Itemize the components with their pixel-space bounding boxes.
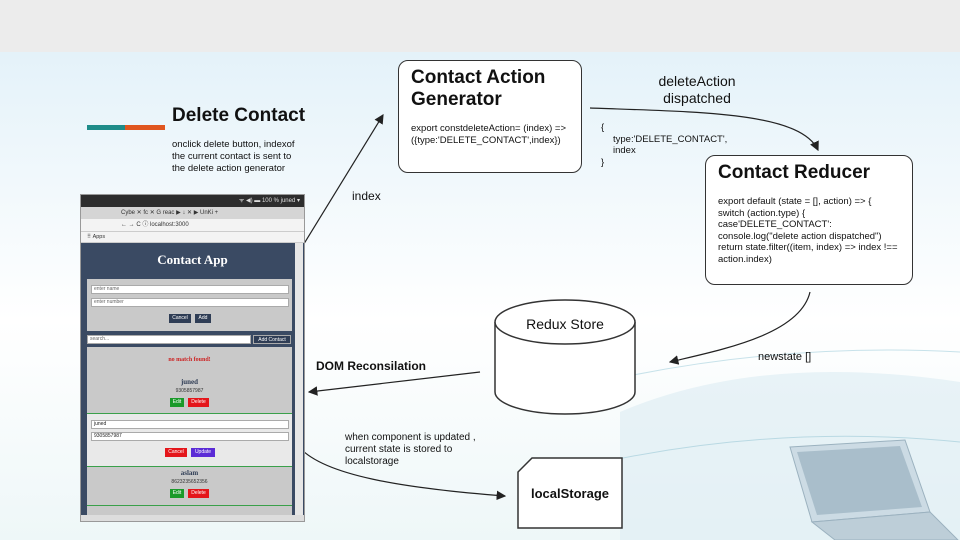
os-status-bar: ᯤ ◀) ▬ 100 % juned ▾ <box>81 195 304 207</box>
laptop-illustration <box>789 439 959 540</box>
arrow-generator-to-reducer <box>589 107 819 152</box>
scrollbar[interactable] <box>295 243 303 515</box>
action-generator-box: Contact Action Generator export constdel… <box>398 60 582 173</box>
edit-name-input[interactable]: juned <box>91 420 289 429</box>
delete-button-2[interactable]: Delete <box>188 489 209 498</box>
search-input[interactable]: search... <box>87 335 251 344</box>
cancel-button[interactable]: Cancel <box>169 314 191 323</box>
apps-grid-icon: ⠿ <box>87 234 93 240</box>
update-button[interactable]: Update <box>191 448 215 457</box>
top-band <box>0 0 960 52</box>
action-generator-code: export constdeleteAction= (index) => ({t… <box>411 123 566 146</box>
no-match-text: no match found! <box>168 357 211 363</box>
name-input[interactable]: enter name <box>91 285 289 294</box>
edit-number-input[interactable]: 9305857987 <box>91 432 289 441</box>
redux-store-label: Redux Store <box>526 316 604 332</box>
bookmarks-bar[interactable]: ⠿ Apps <box>81 232 304 243</box>
newstate-label: newstate [] <box>758 351 812 363</box>
redux-store-cylinder <box>494 299 636 415</box>
dispatch-label: deleteAction dispatched <box>658 73 736 106</box>
localstorage-card <box>517 457 623 529</box>
number-input[interactable]: enter number <box>91 298 289 307</box>
reducer-title: Contact Reducer <box>718 162 871 183</box>
action-generator-title: Contact Action Generator <box>411 67 546 110</box>
row-divider <box>87 505 292 506</box>
accent-bar-teal <box>87 125 125 130</box>
contact-app: Contact App enter name enter number Canc… <box>81 243 304 515</box>
arrow-component-to-localstorage <box>299 447 507 501</box>
add-contact-button[interactable]: Add Contact <box>253 335 291 344</box>
reducer-box: Contact Reducer export default (state = … <box>705 155 913 285</box>
localstorage-note: when component is updated , current stat… <box>345 432 476 467</box>
slide-heading: Delete Contact <box>172 105 306 126</box>
dom-reconciliation-label: DOM Reconsilation <box>316 359 427 373</box>
add-button[interactable]: Add <box>195 314 211 323</box>
browser-tabs[interactable]: Cybe ✕ fc ✕ G reac ▶ ↓ ✕ ▶ UnKi + <box>81 207 304 219</box>
reducer-code: export default (state = [], action) => {… <box>718 196 898 265</box>
accent-bar-orange <box>125 125 165 130</box>
browser-url-bar[interactable]: ← → C ⓘ localhost:3000 <box>81 219 304 232</box>
delete-button[interactable]: Delete <box>188 398 209 407</box>
edit-button[interactable]: Edit <box>170 398 184 407</box>
edit-button-2[interactable]: Edit <box>170 489 184 498</box>
app-screenshot: ᯤ ◀) ▬ 100 % juned ▾ Cybe ✕ fc ✕ G reac … <box>80 194 305 522</box>
contact-name-2: aslam <box>180 469 199 477</box>
contact-name: juned <box>180 378 199 386</box>
arrow-reducer-to-store <box>668 291 811 365</box>
edit-cancel-button[interactable]: Cancel <box>165 448 187 457</box>
contact-number-2: 8623235652356 <box>171 479 208 485</box>
index-label: index <box>352 189 381 203</box>
contact-number: 9305857987 <box>175 388 204 394</box>
localstorage-label: localStorage <box>530 486 610 501</box>
action-object: { type:'DELETE_CONTACT', index } <box>601 122 728 168</box>
app-title: Contact App <box>157 252 228 267</box>
arrow-store-to-dom <box>307 371 481 396</box>
slide-description: onclick delete button, indexof the curre… <box>172 139 295 174</box>
